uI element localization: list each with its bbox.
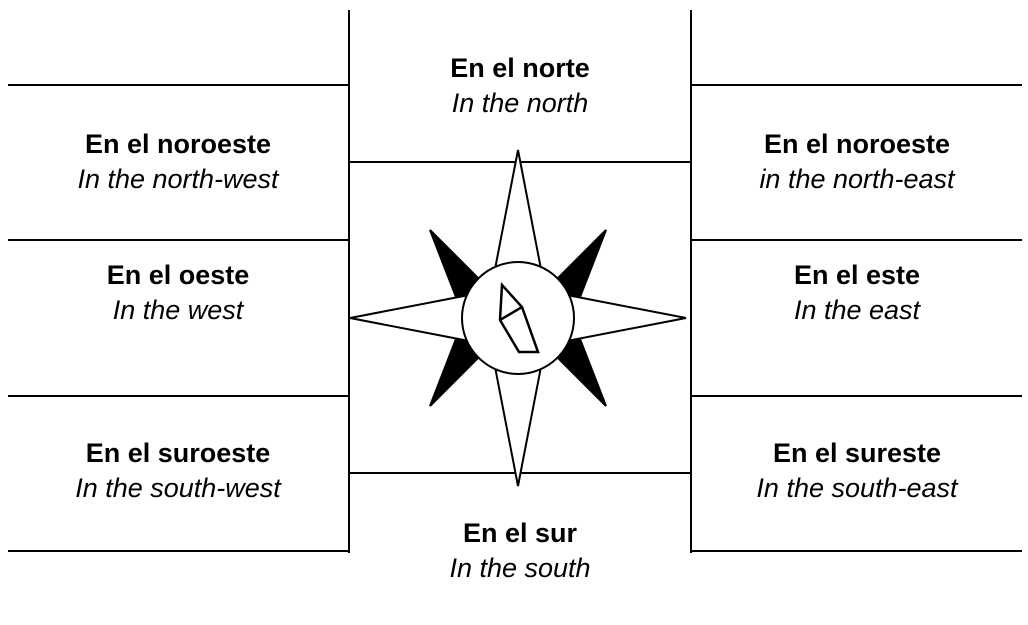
label-northeast-spanish: En el noroeste xyxy=(763,129,951,159)
label-north-spanish: En el norte xyxy=(450,53,590,83)
label-southeast-english: In the south-east xyxy=(756,473,958,503)
label-north: En el norte In the north xyxy=(350,51,690,121)
compass-needle-divider xyxy=(499,305,523,322)
label-east-spanish: En el este xyxy=(793,260,921,290)
left-divider-1 xyxy=(8,84,350,86)
label-southwest: En el suroeste In the south-west xyxy=(8,436,348,506)
label-northwest-english: In the north-west xyxy=(77,164,279,194)
label-northwest-spanish: En el noroeste xyxy=(84,129,272,159)
right-divider-1 xyxy=(690,84,1022,86)
right-divider-3 xyxy=(690,395,1022,397)
label-west: En el oeste In the west xyxy=(8,258,348,328)
label-east: En el este In the east xyxy=(692,258,1022,328)
label-southwest-english: In the south-west xyxy=(75,473,281,503)
label-west-spanish: En el oeste xyxy=(106,260,250,290)
label-south-english: In the south xyxy=(449,553,591,583)
label-south: En el sur In the south xyxy=(350,516,690,586)
left-divider-3 xyxy=(8,395,350,397)
left-divider-4 xyxy=(8,550,350,552)
right-divider-2 xyxy=(690,239,1022,241)
left-column-divider xyxy=(348,10,350,553)
compass-needle xyxy=(498,281,540,354)
label-west-english: In the west xyxy=(112,295,244,325)
label-northeast-english: in the north-east xyxy=(759,164,955,194)
right-divider-4 xyxy=(690,550,1022,552)
label-northwest: En el noroeste In the north-west xyxy=(8,127,348,197)
label-north-english: In the north xyxy=(451,88,589,118)
label-southwest-spanish: En el suroeste xyxy=(85,438,271,468)
left-divider-2 xyxy=(8,239,350,241)
label-northeast: En el noroeste in the north-east xyxy=(692,127,1022,197)
label-south-spanish: En el sur xyxy=(462,518,578,548)
label-southeast-spanish: En el sureste xyxy=(772,438,942,468)
label-southeast: En el sureste In the south-east xyxy=(692,436,1022,506)
right-column-divider xyxy=(690,10,692,553)
label-east-english: In the east xyxy=(793,295,921,325)
